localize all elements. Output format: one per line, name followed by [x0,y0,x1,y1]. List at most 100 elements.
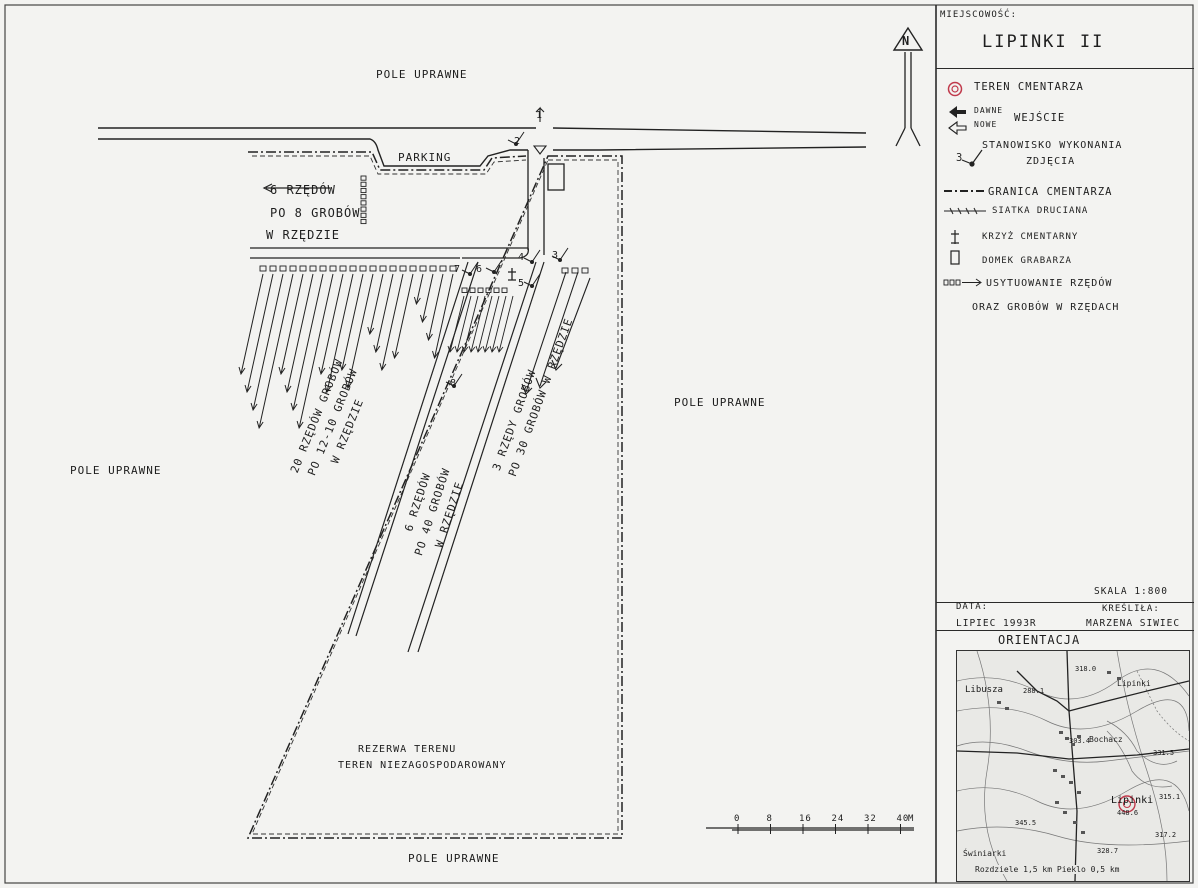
north-arrow-tail [895,127,921,147]
title-divider [936,68,1194,70]
right-grave-mark [561,267,569,274]
height-3: 303.4 [1069,737,1091,745]
orientation-title: ORIENTACJA [998,633,1081,647]
scale-tick-label: 16 [799,814,812,824]
right-grave-mark [581,267,589,274]
sheet-title: LIPINKI II [982,32,1105,52]
main-row-arrow [339,273,364,372]
gravedigger-house [547,163,565,191]
main-grave-mark [329,265,337,272]
upper-grave-mark [360,181,367,187]
road-upper-edge [98,127,867,134]
main-row-arrow [392,273,414,360]
main-grave-mark [419,265,427,272]
main-grave-mark [369,265,377,272]
main-grave-mark [409,265,417,272]
legend-photo-station-dot [969,161,975,167]
legend-grave-row-icon [943,278,982,287]
short-grave-mark [501,287,508,293]
station-number: 3 [552,250,560,261]
main-row-arrow [318,273,344,376]
upper-grave-mark [360,194,367,200]
legend-layout-line1: USYTUOWANIE RZĘDÓW [986,278,1113,289]
legend-entrance: WEJŚCIE [1014,112,1066,124]
height-8: 328.7 [1097,847,1119,855]
main-row-arrow [324,273,354,394]
reserve-line1: REZERWA TERENU [358,744,457,755]
main-row-arrow [256,273,294,430]
main-row-arrow [284,273,314,394]
upper-section-line1: 6 RZĘDÓW [270,183,336,197]
main-grave-mark [399,265,407,272]
upper-section-arrow [262,183,330,193]
legend-gravedigger-house: DOMEK GRABARZA [982,256,1072,266]
main-row-arrow [250,273,284,412]
north-arrow-shaft [892,26,924,51]
main-grave-mark [299,265,307,272]
legend-entrance-old: DAWNE [974,106,1004,115]
height-1: 318.0 [1075,665,1097,673]
cemetery-boundary [246,151,623,839]
entrance-marker-icon [532,145,548,155]
legend-cross-icon [951,230,959,244]
date-label: DATA: [956,602,989,612]
upper-grave-mark [360,206,367,212]
diagonal-row-line-2 [355,261,479,637]
orientation-caption: Rozdziele 1,5 km Pieklo 0,5 km [975,865,1120,874]
place-lipinki-north: Lipinki [1117,679,1151,688]
diagonal-row-line-3 [407,261,537,653]
orientation-map-drawing [957,651,1189,881]
short-row-arrow [489,295,507,353]
legend-fence-line [944,207,986,215]
upper-grave-mark [360,218,367,225]
scale-unit: M [908,814,915,824]
legend-cross: KRZYŻ CMENTARNY [982,232,1079,242]
upper-grave-mark [360,200,367,206]
scale-bar [706,824,914,834]
legend-cemetery-circle-outer [947,81,963,97]
main-grave-mark [439,265,447,272]
short-row-arrow [454,295,472,353]
legend-fence: SIATKA DRUCIANA [992,206,1089,216]
place-swiniarki: Świniarki [963,849,1007,858]
main-grave-mark [359,265,367,272]
main-grave-mark [289,265,297,272]
main-row-arrow [345,273,374,390]
station-number: 6 [476,264,484,275]
main-row-arrow [432,273,454,360]
main-grave-mark [269,265,277,272]
upper-grave-mark [360,212,367,218]
wire-fence [251,155,619,835]
field-right-label: POLE UPRAWNE [674,396,766,409]
drawn-by-value: MARZENA SIWIEC [1086,618,1181,629]
main-grave-mark [429,265,437,272]
place-bochacz: Bochacz [1089,735,1123,744]
photo-station-dot [558,258,562,262]
scale-tick-label: 40 [896,814,910,824]
short-grave-mark [461,287,468,293]
main-grave-mark [319,265,327,272]
map-cross-icon [508,268,516,281]
scale-tick-label: 8 [766,814,773,824]
scale-tick-label: 32 [864,814,877,824]
main-grave-mark [309,265,317,272]
legend-old-entrance-icon [949,106,966,118]
legend-photo-station-line1: STANOWISKO WYKONANIA [982,140,1123,151]
north-label: N [902,34,911,48]
right-grave-mark [571,267,579,274]
short-section-row-arrows [447,295,514,353]
right-rows-arrow-3 [551,277,591,371]
sheet-frame [4,4,1194,884]
field-top-label: POLE UPRAWNE [376,68,468,81]
field-left-label: POLE UPRAWNE [70,464,162,477]
place-lipinki: Lipinki [1111,795,1154,806]
legend-cemetery-circle-inner [951,85,959,93]
orientation-map: Libusza Lipinki Bochacz Świniarki Lipink… [956,650,1190,882]
main-section-row-arrows [238,273,454,430]
station-number: 8 [450,378,458,389]
main-row-arrow [238,273,264,376]
drawn-by-label: KREŚLIŁA: [1102,604,1160,614]
short-grave-mark [485,287,492,293]
main-grave-mark [339,265,347,272]
old-entrance-arrow-icon [535,106,545,122]
